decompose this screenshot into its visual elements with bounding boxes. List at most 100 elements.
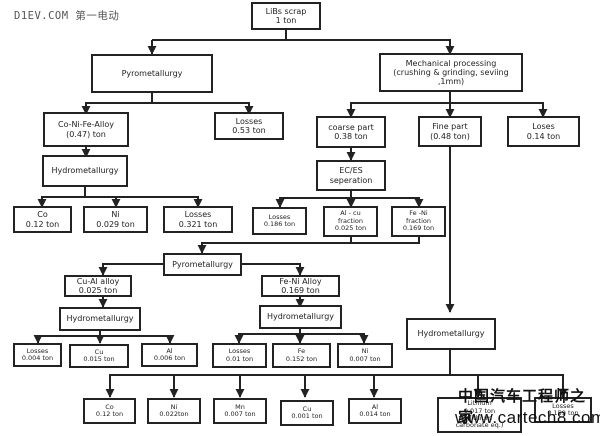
node-amount: 0.12 ton [25,219,60,229]
node-amount: 0.186 ton [263,220,296,228]
node-libs-scrap: LiBs scrap 1 ton [251,2,321,30]
node-title: Ni [361,347,369,356]
node-detail: fraction [406,216,431,225]
node-title: Co [37,210,48,220]
node-hydrometallurgy-4: Hydrometallurgy [406,318,496,350]
node-title: Co [105,402,114,411]
watermark-cartech-cn: 中国汽车工程师之家 [458,387,587,426]
node-amount: 0.38 ton [334,132,368,141]
node-al-4: Al 0.014 ton [348,398,402,424]
node-detail: (crushing & grinding, seviing [393,67,509,77]
node-amount: 0.017 ton [463,406,496,415]
node-title: Cu [94,347,104,356]
node-amount: 0.025 ton [78,286,118,295]
node-amount: 0.007 ton [224,410,256,418]
node-title: Fe -Ni [409,209,428,218]
node-fe-ni-fraction: Fe -Ni fraction 0.169 ton [391,206,446,237]
node-title: Mn [235,402,245,411]
node-pyrometallurgy-2: Pyrometallurgy [163,253,242,276]
node-amount: 0.169 ton [402,224,435,233]
node-amount: 0.025 ton [334,224,367,233]
node-hydrometallurgy-3: Hydrometallurgy [259,305,342,329]
node-amount: (0.48 ton) [430,131,470,141]
node-title: Pyrometallurgy [121,68,183,78]
node-title: Hydrometallurgy [266,312,335,322]
node-amount: (0.47) ton [66,129,106,139]
node-amount: 0.015 ton [83,355,115,363]
node-title: coarse part [328,122,374,132]
node-losses-4: Losses 0.159 ton [534,397,592,423]
node-cu-2: Cu 0.015 ton [69,344,129,368]
node-amount: 0.01 ton [225,354,254,363]
node-amount: 0.152 ton [285,354,318,363]
node-title: Losses [268,212,291,221]
node-title: Losses [228,347,251,356]
node-amount: 0.001 ton [291,412,323,420]
node-co-1: Co 0.12 ton [13,206,72,233]
node-title: Co-Ni-Fe-Alloy [58,120,114,130]
node-amount: 0.12 ton [95,410,124,418]
node-amount: 0.321 ton [178,219,218,229]
node-detail: fraction [338,216,363,225]
node-amount: 0.159 ton [547,409,579,417]
arrow-to-mechanical [286,39,455,55]
node-fe-3: Fe 0.152 ton [272,343,331,368]
node-title: Al [371,402,379,411]
node-pyro-losses: Losses 0.53 ton [214,112,284,140]
node-ni-1: Ni 0.029 ton [83,206,148,233]
node-title: Loses [532,122,555,132]
node-title: Pyrometallurgy [172,259,233,269]
node-title: Mechanical processing [405,58,497,68]
node-title: Fine part [432,122,468,132]
node-ec-es-separation: EC/ES seperation [316,160,386,191]
watermark-cartech-url: www.cartech8.com [455,408,600,427]
node-amount: 0.022ton [159,410,189,418]
node-fine-part: Fine part (0.48 ton) [418,116,482,147]
node-title: Cu [302,404,312,413]
node-title: Al - cu [340,209,361,218]
node-title: Al [166,346,173,355]
node-title: Ni [170,402,178,411]
node-title: EC/ES [339,166,363,176]
node-cu-4: Cu 0.001 ton [280,400,334,426]
node-title: Losses [184,210,212,220]
node-amount: 0.014 ton [359,410,391,418]
node-title: Lithium [467,399,492,408]
node-amount: 0.007 ton [349,354,381,363]
node-amount: 0.029 ton [96,219,135,229]
node-title: Cu-Al alloy [76,276,120,286]
node-detail: ,1mm) [437,77,465,87]
node-title: Hydrometallurgy [66,314,134,324]
node-mn-4: Mn 0.007 ton [213,398,267,424]
node-mechanical-processing: Mechanical processing (crushing & grindi… [379,53,523,92]
node-co-4: Co 0.12 ton [83,398,136,424]
node-hydrometallurgy-2: Hydrometallurgy [59,307,141,331]
node-hydrometallurgy-1: Hydrometallurgy [42,155,128,187]
node-fe-ni-alloy: Fe-Ni Alloy 0.169 ton [261,275,340,297]
node-separation-losses: Losses 0.186 ton [252,207,307,235]
node-title: Hydrometallurgy [417,329,485,339]
node-detail: seperation [329,175,373,185]
node-losses-1: Losses 0.321 ton [163,206,233,233]
node-title: Fe [297,347,306,356]
node-al-cu-fraction: Al - cu fraction 0.025 ton [323,206,378,237]
node-pyrometallurgy: Pyrometallurgy [91,54,213,93]
node-title: Hydrometallurgy [51,166,119,176]
node-losses-3: Losses 0.01 ton [212,343,267,368]
node-amount: 0.53 ton [232,126,266,135]
node-cu-al-alloy: Cu-Al alloy 0.025 ton [64,275,132,297]
node-amount: 0.169 ton [281,286,320,295]
node-amount: 0.006 ton [153,354,186,362]
node-title: Ni [111,210,120,220]
node-detail: (lithium [466,414,493,422]
node-coarse-part: coarse part 0.38 ton [316,116,386,148]
node-amount: 0.004 ton [21,354,54,362]
node-mech-loses: Loses 0.14 ton [507,116,580,147]
node-title: Losses [26,346,49,355]
node-amount: 0.14 ton [526,131,561,141]
node-detail: carbonate eq.) [455,421,504,430]
node-title: Fe-Ni Alloy [279,276,322,286]
node-title: LiBs scrap [265,6,307,16]
watermark-d1ev: D1EV.COM 第一电动 [14,10,120,22]
